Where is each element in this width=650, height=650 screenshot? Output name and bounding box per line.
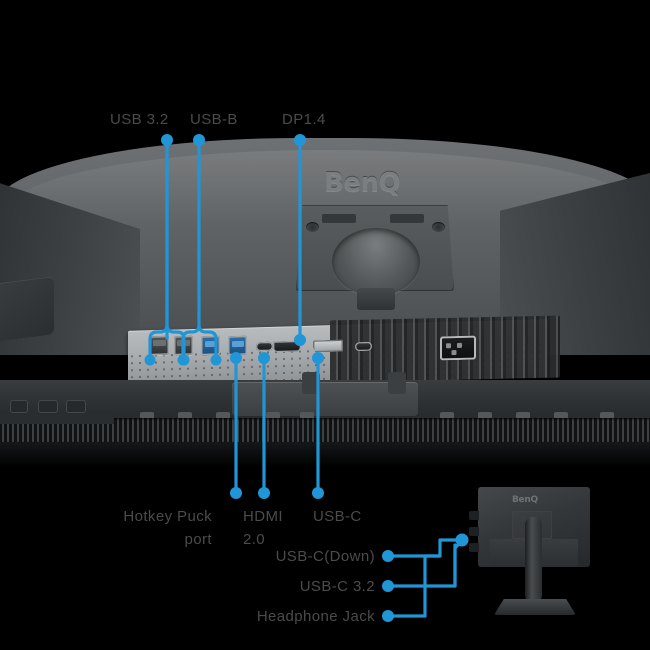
stand-release-tab [357,288,395,310]
side-port-1 [38,400,58,413]
cable-clip-left [302,372,320,394]
mini-side-port-usbc-down [469,511,479,520]
port-usb-b-2 [228,335,247,356]
housing-nub-9 [554,412,568,421]
mini-stand-base [494,599,576,615]
port-displayport-1-4 [313,340,343,353]
left-recessed-panel [0,276,54,342]
label-dp-1-4: DP1.4 [282,111,326,128]
housing-nub-8 [516,412,530,421]
mini-benq-logo: BenQ [512,495,538,505]
mini-monitor-illustration: BenQ [468,487,600,627]
label-hotkey-puck-line2: port [184,531,212,548]
cable-clip-right [388,372,406,394]
housing-nub-2 [178,412,192,421]
vesa-screw-right [432,222,445,232]
housing-nub-3 [216,412,230,421]
mini-side-port-usbc32 [469,527,479,536]
port-usb-a-2 [174,335,193,356]
benq-logo: BenQ [324,168,401,198]
port-hotkey-puck [256,341,273,352]
vesa-slot-right [390,214,424,223]
bottom-shadow [0,442,650,468]
housing-nub-5 [300,412,314,421]
label-hdmi-line2: 2.0 [243,531,266,548]
vesa-circular-recess [332,228,420,296]
side-port-2 [66,400,86,413]
vesa-slot-left [322,214,356,223]
housing-nub-6 [440,412,454,421]
vent-cover-left [0,414,114,424]
side-control-button [10,400,28,413]
port-hdmi-2-0 [273,341,301,353]
port-usb-a-1 [150,335,169,356]
housing-nub-1 [140,412,154,421]
label-hdmi-line1: HDMI [243,508,283,525]
label-usb-c: USB-C [313,508,362,525]
port-usb-b-1 [201,335,220,356]
mini-side-port-headphone [469,543,479,552]
label-hotkey-puck-line1: Hotkey Puck [123,508,212,525]
label-headphone-jack: Headphone Jack [256,608,375,625]
mini-stand-neck [525,517,542,603]
label-usb-c-3-2: USB-C 3.2 [299,578,375,595]
vesa-screw-left [306,222,319,232]
label-usb-b: USB-B [190,111,238,128]
label-usb-c-down: USB-C(Down) [275,548,375,565]
label-usb-3-2: USB 3.2 [110,111,169,128]
housing-nub-4 [266,412,280,421]
port-ac-power-inlet [440,335,476,361]
housing-nub-10 [600,412,614,421]
port-usb-c [355,341,372,352]
housing-nub-7 [478,412,492,421]
